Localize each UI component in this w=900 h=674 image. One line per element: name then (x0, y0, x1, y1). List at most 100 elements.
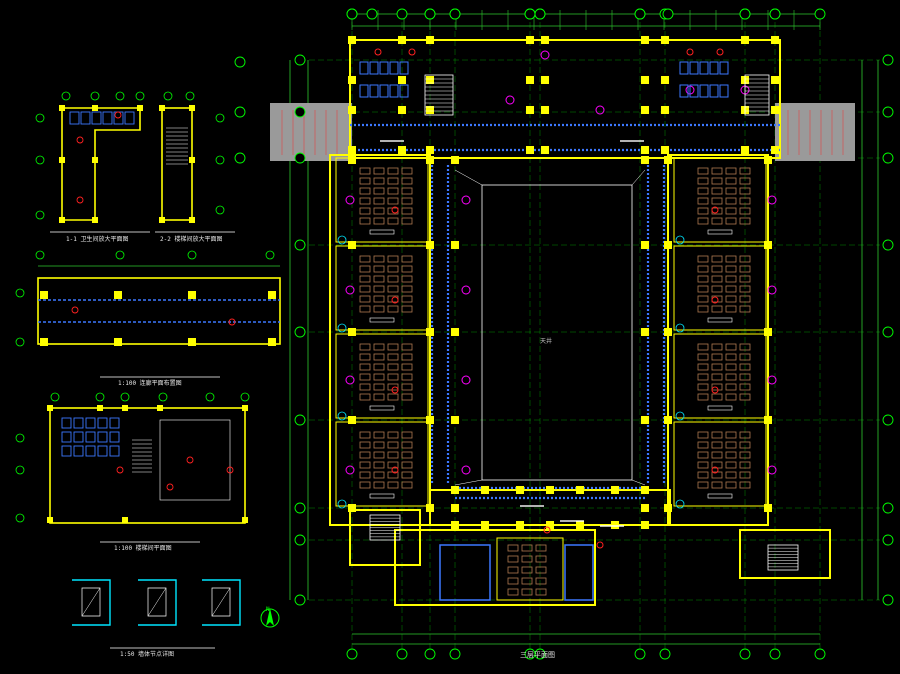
column (189, 157, 195, 163)
desk (373, 295, 385, 303)
fire-equipment-symbol (461, 375, 471, 385)
desk (359, 383, 371, 391)
toilet-stall (80, 111, 91, 125)
desk (387, 363, 399, 371)
detail-caption-stair: 2-2 楼梯间放大平面图 (160, 236, 223, 243)
annotation-mark (600, 525, 624, 527)
detail-caption-corridor: 1:100 连廊平面布置图 (118, 380, 182, 387)
desk (739, 255, 751, 263)
electrical-symbol (408, 48, 416, 56)
column (268, 338, 276, 346)
desk (697, 461, 709, 469)
fire-equipment-symbol (461, 285, 471, 295)
column (526, 76, 534, 84)
column (188, 291, 196, 299)
axis-bubble (882, 534, 894, 546)
door-swing (675, 499, 685, 509)
column (451, 416, 459, 424)
desk (697, 481, 709, 489)
column (546, 486, 554, 494)
desk (401, 481, 413, 489)
wall-node-inner (81, 587, 101, 617)
column (641, 486, 649, 494)
column (541, 106, 549, 114)
desk (739, 431, 751, 439)
fire-equipment-symbol (540, 50, 550, 60)
desk (711, 441, 723, 449)
desk (373, 275, 385, 283)
teacher-desk (369, 317, 395, 323)
axis-bubble (240, 392, 250, 402)
south-room-wall (564, 544, 594, 601)
electrical-symbol (543, 526, 551, 534)
column (641, 36, 649, 44)
column (451, 486, 459, 494)
toilet-stall (73, 417, 84, 429)
desk (373, 217, 385, 225)
classroom-wall (335, 421, 429, 507)
teacher-desk (369, 229, 395, 235)
axis-bubble (294, 152, 306, 164)
desk (387, 353, 399, 361)
column (348, 36, 356, 44)
electrical-symbol (71, 306, 79, 314)
desk (697, 441, 709, 449)
courtyard-label: 天井 (540, 338, 553, 345)
south-room-wall (439, 544, 491, 601)
desk (401, 177, 413, 185)
desk (725, 255, 737, 263)
column (189, 217, 195, 223)
column (398, 36, 406, 44)
axis-bubble (234, 152, 246, 164)
electrical-symbol (711, 296, 719, 304)
axis-bubble (265, 250, 275, 260)
annotation-mark (380, 140, 404, 142)
desk (725, 471, 737, 479)
desk (711, 217, 723, 225)
toilet-stall (689, 61, 699, 75)
desk (359, 197, 371, 205)
room-outline (159, 419, 231, 501)
desk (373, 363, 385, 371)
axis-bubble (739, 648, 751, 660)
desk (739, 363, 751, 371)
desk (387, 187, 399, 195)
desk (359, 343, 371, 351)
toilet-stall (719, 84, 729, 98)
fire-equipment-symbol (345, 375, 355, 385)
desk (739, 187, 751, 195)
fire-equipment-symbol (461, 465, 471, 475)
axis-bubble (15, 288, 25, 298)
desk (725, 383, 737, 391)
desk (725, 431, 737, 439)
desk (359, 451, 371, 459)
column (398, 146, 406, 154)
desk (697, 305, 709, 313)
desk (373, 265, 385, 273)
door-swing (337, 323, 347, 333)
column (268, 291, 276, 299)
desk (725, 207, 737, 215)
desk (697, 431, 709, 439)
desk (725, 285, 737, 293)
toilet-stall (61, 445, 72, 457)
classroom-wall (673, 157, 767, 243)
desk (401, 383, 413, 391)
desk (387, 265, 399, 273)
axis-bubble (396, 8, 408, 20)
column (741, 146, 749, 154)
column (576, 486, 584, 494)
column (59, 217, 65, 223)
column (92, 105, 98, 111)
door-swing (675, 411, 685, 421)
axis-bubbles (234, 8, 894, 660)
desk (725, 393, 737, 401)
column (641, 76, 649, 84)
column (348, 241, 356, 249)
desk (359, 393, 371, 401)
desk (359, 255, 371, 263)
desk (373, 471, 385, 479)
electrical-symbol (686, 48, 694, 56)
axis-bubble (50, 392, 60, 402)
desk (739, 217, 751, 225)
